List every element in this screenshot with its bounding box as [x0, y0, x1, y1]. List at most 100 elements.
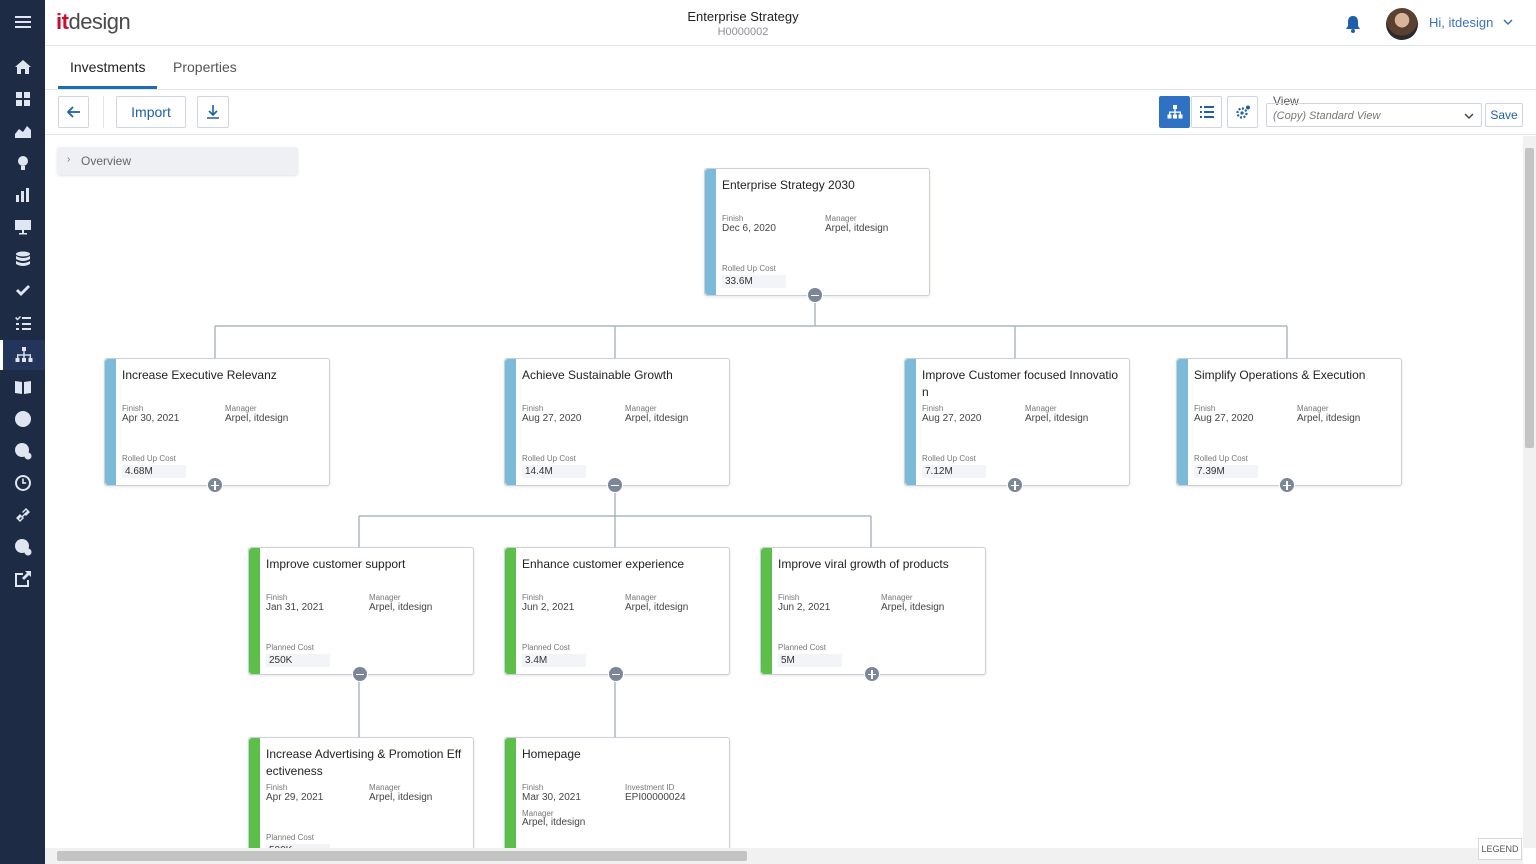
card-enhance-customer-experience[interactable]: Enhance customer experience Finish Jun 2… [504, 547, 730, 682]
analytics-icon[interactable] [0, 116, 45, 146]
manager-value: Arpel, itdesign [522, 817, 586, 828]
card-enterprise-strategy-2030[interactable]: Enterprise Strategy 2030 Finish Dec 6, 2… [704, 168, 930, 303]
user-menu[interactable]: Hi, itdesign [1429, 15, 1494, 30]
card-increase-advertising-promotion[interactable]: Increase Advertising & Promotion Eff ect… [248, 737, 474, 864]
clock-icon[interactable] [0, 468, 45, 498]
chevron-down-icon[interactable] [1502, 16, 1514, 28]
expand-icon[interactable] [1007, 477, 1023, 493]
card-color-bar [505, 548, 516, 674]
toolbar-divider [103, 96, 104, 128]
external-link-icon[interactable] [0, 564, 45, 594]
investment-id-label: Investment ID [625, 783, 675, 792]
card-title: Improve Customer focused Innovatio n [922, 368, 1119, 399]
cost-label: Planned Cost [778, 643, 827, 652]
finish-value: Aug 27, 2020 [922, 413, 982, 424]
back-button[interactable] [58, 96, 89, 128]
card-color-bar [505, 738, 516, 864]
tab-investments[interactable]: Investments [58, 46, 158, 89]
view-select-value: (Copy) Standard View [1273, 110, 1381, 122]
finish-label: Finish [1194, 404, 1216, 413]
task-list-icon[interactable] [0, 308, 45, 338]
card-title: Increase Executive Relevanz [122, 368, 277, 382]
database-icon[interactable] [0, 244, 45, 274]
scroll-thumb[interactable] [1525, 148, 1534, 448]
card-color-bar [705, 169, 716, 295]
tab-properties[interactable]: Properties [173, 59, 237, 75]
download-button[interactable] [197, 96, 229, 128]
card-improve-customer-support[interactable]: Improve customer support Finish Jan 31, … [248, 547, 474, 682]
cost-value: 7.12M [922, 465, 986, 478]
hierarchy-canvas[interactable]: › Overview Enterprise Strategy 2030 Fini… [45, 136, 1536, 864]
legend-button[interactable]: LEGEND [1478, 838, 1522, 860]
tab-bar: Investments Properties [45, 46, 1536, 90]
connector-lines [214, 302, 1288, 737]
menu-icon[interactable] [0, 7, 45, 37]
collapse-icon[interactable] [608, 666, 624, 682]
manager-label: Manager [1025, 404, 1057, 413]
manager-value: Arpel, itdesign [369, 602, 433, 613]
card-color-bar [505, 359, 516, 485]
manager-label: Manager [1297, 404, 1329, 413]
page-title: Enterprise Strategy [687, 9, 799, 24]
manager-value: Arpel, itdesign [625, 602, 689, 613]
hierarchy-icon[interactable] [0, 340, 45, 370]
card-simplify-operations-execution[interactable]: Simplify Operations & Execution Finish A… [1176, 358, 1402, 493]
link-icon[interactable] [0, 500, 45, 530]
gears-icon [1235, 105, 1250, 119]
finish-label: Finish [522, 593, 544, 602]
collapse-icon[interactable] [807, 287, 823, 303]
finish-label: Finish [266, 593, 288, 602]
collapse-icon[interactable] [352, 666, 368, 682]
finish-value: Apr 30, 2021 [122, 413, 180, 424]
finish-value: Mar 30, 2021 [522, 792, 581, 803]
org-chart-icon [1167, 105, 1182, 119]
chevron-right-icon: › [67, 154, 71, 165]
settings-button[interactable] [1227, 96, 1258, 128]
finish-value: Jun 2, 2021 [522, 602, 575, 613]
import-button[interactable]: Import [116, 96, 186, 128]
user-settings-icon[interactable] [0, 436, 45, 466]
cost-label: Planned Cost [266, 643, 315, 652]
expand-icon[interactable] [1279, 477, 1295, 493]
home-icon[interactable] [0, 52, 45, 82]
card-achieve-sustainable-growth[interactable]: Achieve Sustainable Growth Finish Aug 27… [504, 358, 730, 493]
card-improve-viral-growth[interactable]: Improve viral growth of products Finish … [760, 547, 986, 682]
finish-label: Finish [522, 783, 544, 792]
manager-label: Manager [625, 593, 657, 602]
list-view-button[interactable] [1191, 96, 1222, 128]
bell-icon[interactable] [1343, 14, 1363, 34]
save-button[interactable]: Save [1485, 103, 1523, 127]
finish-label: Finish [266, 783, 288, 792]
card-color-bar [249, 548, 260, 674]
avatar[interactable] [1386, 8, 1418, 40]
presentation-icon[interactable] [0, 212, 45, 242]
vertical-scrollbar[interactable] [1523, 136, 1536, 848]
manager-value: Arpel, itdesign [625, 413, 689, 424]
cost-value: 7.39M [1194, 465, 1258, 478]
lightbulb-icon[interactable] [0, 148, 45, 178]
expand-icon[interactable] [864, 666, 880, 682]
overview-panel[interactable]: › Overview [57, 147, 298, 175]
cost-label: Planned Cost [266, 833, 315, 842]
manager-value: Arpel, itdesign [369, 792, 433, 803]
scroll-thumb[interactable] [57, 851, 747, 861]
book-icon[interactable] [0, 372, 45, 402]
gear-user-icon[interactable] [0, 532, 45, 562]
view-select[interactable]: (Copy) Standard View [1266, 103, 1482, 127]
horizontal-scrollbar[interactable] [45, 848, 1523, 864]
nav-rail [0, 0, 45, 864]
collapse-icon[interactable] [607, 477, 623, 493]
card-increase-executive-relevanz[interactable]: Increase Executive Relevanz Finish Apr 3… [104, 358, 330, 493]
checkmark-icon[interactable] [0, 276, 45, 306]
finish-value: Jan 31, 2021 [266, 602, 324, 613]
card-improve-customer-focused-innovation[interactable]: Improve Customer focused Innovatio n Fin… [904, 358, 1130, 493]
logo[interactable]: itdesign [56, 9, 131, 35]
hierarchy-view-button[interactable] [1159, 96, 1190, 128]
expand-icon[interactable] [207, 477, 223, 493]
cost-value: 14.4M [522, 465, 586, 478]
dashboard-icon[interactable] [0, 84, 45, 114]
bar-chart-icon[interactable] [0, 180, 45, 210]
team-icon[interactable] [0, 404, 45, 434]
manager-label: Manager [225, 404, 257, 413]
card-homepage[interactable]: Homepage Finish Mar 30, 2021 Investment … [504, 737, 730, 864]
